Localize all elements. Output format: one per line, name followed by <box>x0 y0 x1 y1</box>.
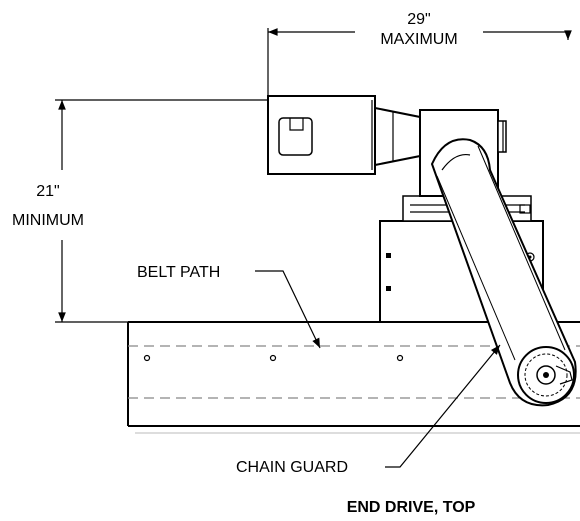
belt-path-leader <box>255 270 321 349</box>
chain-guard-label: CHAIN GUARD <box>236 459 348 476</box>
drawing-caption: END DRIVE, TOP <box>347 499 476 516</box>
belt-path-label: BELT PATH <box>137 264 220 281</box>
height-dimension-value: 21" <box>36 183 59 200</box>
bed-bolt-holes <box>143 354 404 362</box>
height-dimension-qualifier: MINIMUM <box>12 212 84 229</box>
motor-junction-box <box>278 117 313 156</box>
chain-guard <box>430 138 577 407</box>
width-dimension: 29" MAXIMUM <box>267 11 572 96</box>
belt-path-callout: BELT PATH <box>137 264 321 349</box>
motor-adapter <box>374 106 421 167</box>
chain-guard-leader <box>385 344 501 468</box>
drive-sprocket <box>517 346 575 404</box>
width-dimension-qualifier: MAXIMUM <box>380 31 457 48</box>
height-dimension: 21" MINIMUM <box>12 99 268 323</box>
width-dimension-value: 29" <box>407 11 430 28</box>
chain-guard-callout: CHAIN GUARD <box>236 344 501 476</box>
